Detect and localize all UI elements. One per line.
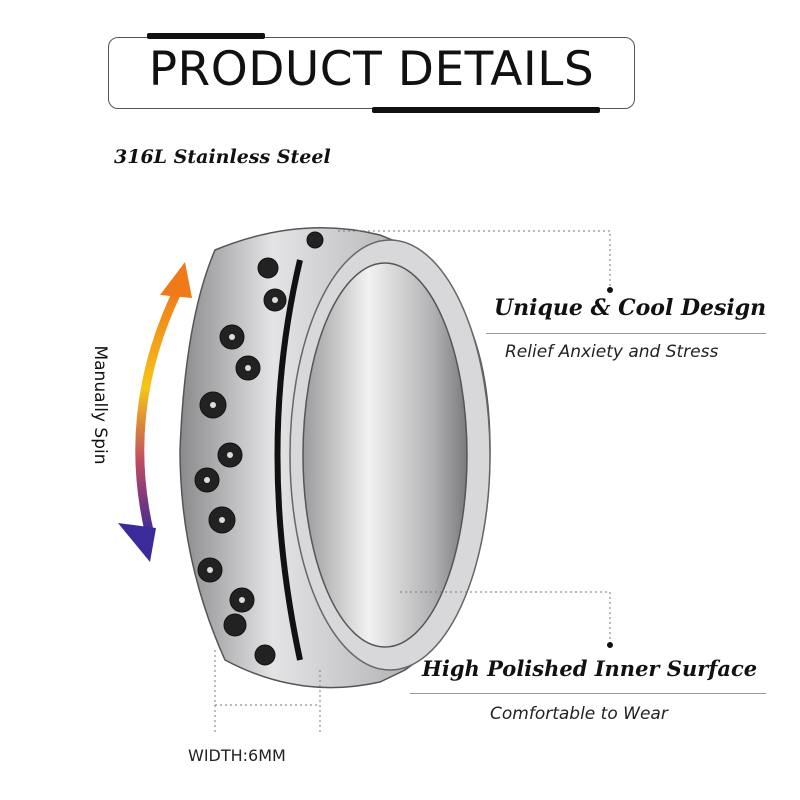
feature-subtitle: Relief Anxiety and Stress — [505, 342, 719, 362]
title-accent-bar — [372, 107, 600, 113]
page-title: PRODUCT DETAILS — [148, 42, 595, 97]
spin-arrow-icon — [118, 262, 192, 562]
callout-lines — [214, 230, 611, 735]
title-accent-bar — [147, 33, 265, 39]
divider — [486, 333, 766, 334]
feature-subtitle: Comfortable to Wear — [490, 704, 668, 724]
feature-title: Unique & Cool Design — [494, 295, 767, 321]
feature-title: High Polished Inner Surface — [422, 656, 758, 681]
width-label: WIDTH:6MM — [188, 746, 286, 765]
material-label: 316L Stainless Steel — [114, 146, 331, 168]
callout-dot — [607, 287, 613, 293]
callout-dot — [607, 642, 613, 648]
ring-image — [179, 226, 491, 689]
spin-label: Manually Spin — [90, 345, 110, 465]
title-frame — [108, 37, 635, 109]
divider — [410, 693, 766, 694]
